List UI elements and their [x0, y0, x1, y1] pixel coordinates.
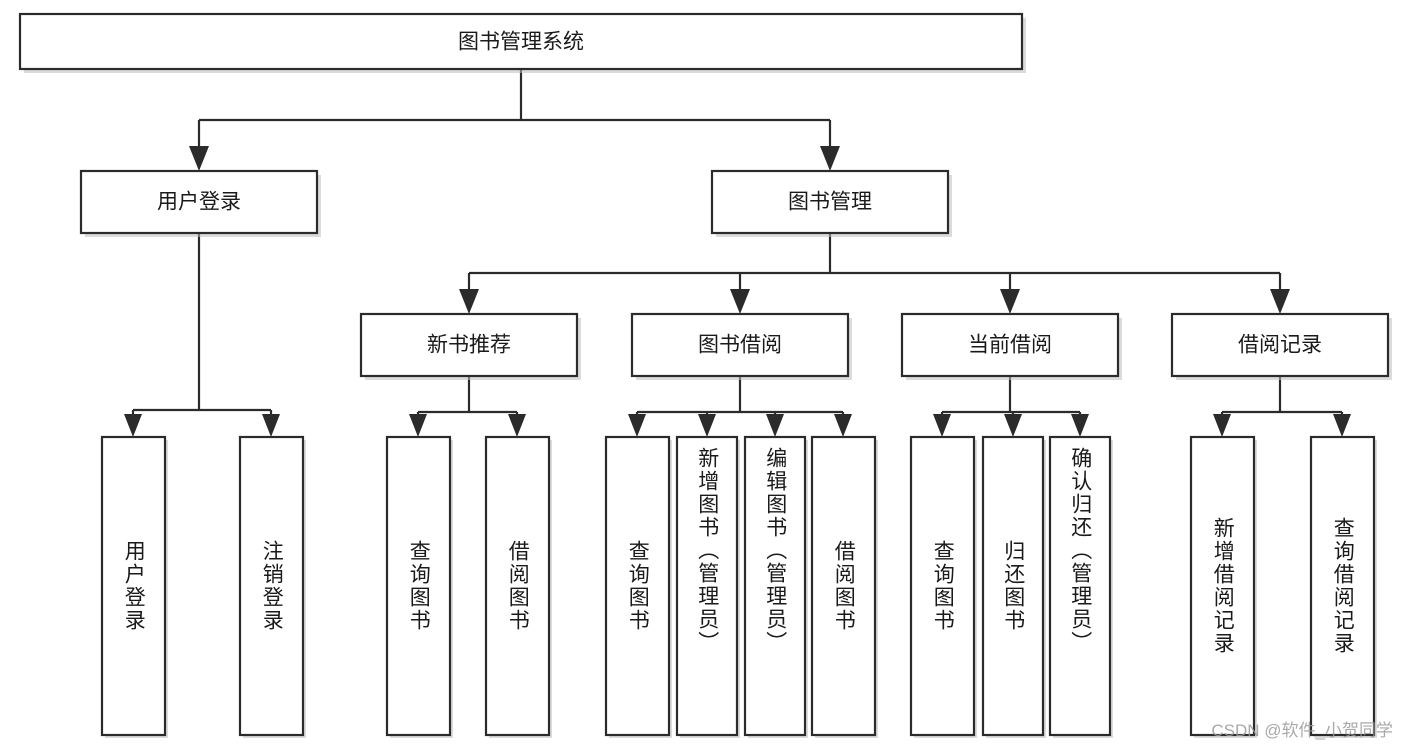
arrowhead-to-leaf-add-record	[1213, 414, 1231, 437]
arrowhead-to-leaf-add-book	[698, 414, 716, 437]
node-current-borrow[interactable]: 当前借阅	[900, 312, 1120, 378]
node-book-borrow[interactable]: 图书借阅	[630, 312, 850, 378]
arrowhead-to-leaf-user-login	[124, 414, 142, 437]
node-user-login-label: 用户登录	[157, 191, 241, 214]
node-leaf-query-book-3[interactable]	[909, 435, 976, 737]
node-book-management-label: 图书管理	[788, 191, 872, 214]
arrowhead-to-leaf-query-book-2	[628, 414, 646, 437]
arrowhead-to-book-mgmt	[820, 146, 840, 171]
node-leaf-add-book[interactable]	[675, 435, 739, 737]
node-leaf-add-record[interactable]	[1189, 435, 1256, 737]
arrowhead-to-leaf-borrow-book-1	[508, 414, 526, 437]
node-book-management[interactable]: 图书管理	[710, 169, 950, 235]
arrowhead-to-leaf-borrow-book-2	[834, 414, 852, 437]
arrowhead-to-leaf-return-book	[1004, 414, 1022, 437]
node-layer: 图书管理系统 用户登录 图书管理 新书推荐 图书借阅 当前借阅	[18, 12, 1390, 737]
arrowhead-to-leaf-confirm-return	[1071, 414, 1089, 437]
arrowhead-to-user-login	[189, 146, 209, 171]
arrowhead-to-borrowrecord	[1270, 289, 1290, 314]
arrowhead-to-leaf-edit-book	[766, 414, 784, 437]
arrowhead-to-newbook	[459, 289, 479, 314]
node-current-borrow-label: 当前借阅	[968, 334, 1052, 357]
node-leaf-user-login[interactable]	[100, 435, 167, 737]
node-book-borrow-label: 图书借阅	[698, 334, 782, 357]
node-leaf-logout[interactable]	[238, 435, 305, 737]
node-leaf-query-book-2[interactable]	[604, 435, 671, 737]
arrowhead-layer	[124, 146, 1351, 437]
node-new-book-recommendation-label: 新书推荐	[427, 334, 511, 357]
node-root[interactable]: 图书管理系统	[18, 12, 1024, 71]
arrowhead-to-currentborrow	[1000, 289, 1020, 314]
node-root-label: 图书管理系统	[458, 31, 584, 54]
node-borrow-record[interactable]: 借阅记录	[1170, 312, 1390, 378]
arrowhead-to-leaf-query-record	[1333, 414, 1351, 437]
node-leaf-confirm-return[interactable]	[1048, 435, 1112, 737]
arrowhead-to-leaf-logout	[262, 414, 280, 437]
node-borrow-record-label: 借阅记录	[1238, 334, 1322, 357]
node-leaf-return-book[interactable]	[981, 435, 1045, 737]
node-leaf-edit-book[interactable]	[743, 435, 807, 737]
arrowhead-to-leaf-query-book-3	[933, 414, 951, 437]
node-leaf-query-record[interactable]	[1309, 435, 1376, 737]
arrowhead-to-bookborrow	[730, 289, 750, 314]
node-user-login[interactable]: 用户登录	[79, 169, 319, 235]
arrowhead-to-leaf-query-book-1	[409, 414, 427, 437]
node-leaf-borrow-book-1[interactable]	[484, 435, 551, 737]
node-new-book-recommendation[interactable]: 新书推荐	[359, 312, 579, 378]
node-leaf-borrow-book-2[interactable]	[810, 435, 877, 737]
node-leaf-query-book-1[interactable]	[385, 435, 452, 737]
